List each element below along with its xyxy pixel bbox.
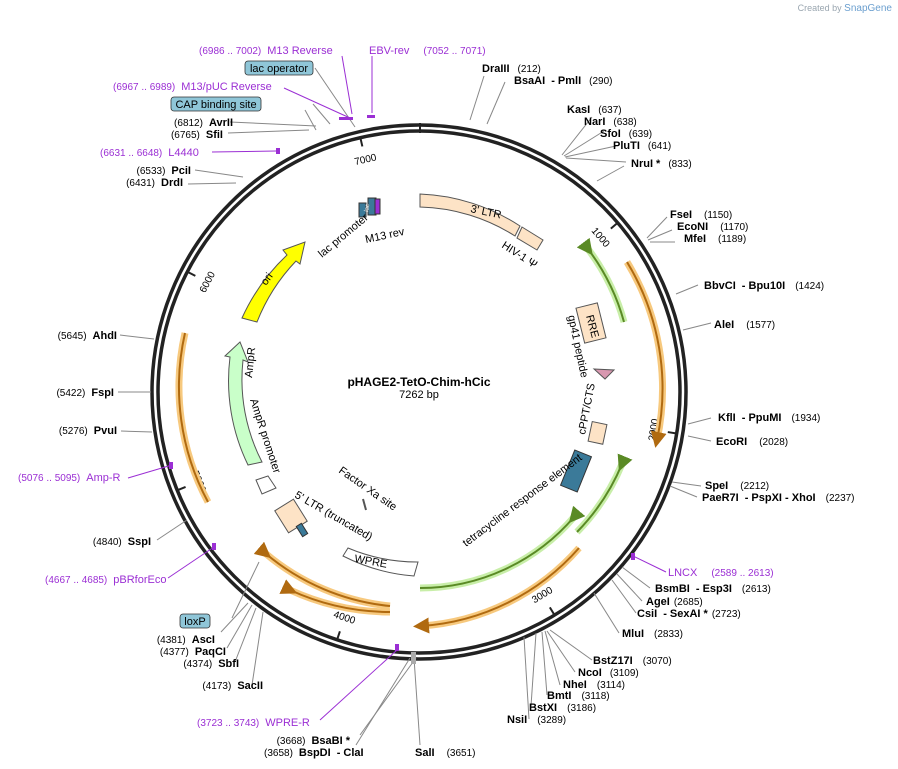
boxed-labels: lac operator CAP binding site loxP [170,60,314,629]
feature-factor-xa-label: Factor Xa site [336,465,398,514]
primer-lncx: LNCX(2589 .. 2613) [668,567,774,579]
site-ncoi: NcoI(3109) [578,667,639,679]
inner-features [223,193,616,577]
backbone [150,123,688,661]
brand-prefix: Created by [797,3,842,13]
plasmid-name: pHAGE2-TetO-Chim-hCic [347,375,490,389]
site-asci: (4381)AscI [157,634,215,646]
site-pluti: PluTI(641) [613,140,671,152]
site-alei: AleI(1577) [714,319,775,331]
tick-mark [176,486,186,492]
site-kfli: KflI- PpuMI(1934) [718,412,820,424]
primer-lines [127,55,667,721]
site-sspi: (4840)SspI [93,536,151,548]
tick-mark [336,630,341,641]
site-bbvci: BbvCI- Bpu10I(1424) [704,280,824,292]
tick-mark [359,137,364,147]
sites-left: (6812)AvrII (6765)SfiI (6533)PciI (6431)… [56,117,363,759]
tick-label: 1000 [589,226,612,250]
primer-m13-reverse: (6986 .. 7002)M13 Reverse [199,45,333,57]
feature-ori-label: ori [259,271,276,288]
site-bstz17i: BstZ17I(3070) [593,655,672,667]
loxp-label: loxP [184,616,205,628]
site-fspi: (5422)FspI [56,387,114,399]
primer-ebv-rev: EBV-rev(7052 .. 7071) [369,45,486,57]
primer-m13-puc-reverse: (6967 .. 6989)M13/pUC Reverse [113,81,272,93]
lac-operator-label: lac operator [250,63,308,75]
feature-rre-label: RRE [583,314,601,340]
primer-l4440: (6631 .. 6648)L4440 [100,147,199,159]
site-econi: EcoNI(1170) [677,221,748,233]
site-pcii: (6533)PciI [137,165,191,177]
feature-ampr-label: AmpR [243,347,258,379]
site-sfii: (6765)SfiI [171,129,223,141]
site-ahdi: (5645)AhdI [58,330,117,342]
primer-wpre-r: (3723 .. 3743)WPRE-R [197,717,310,729]
site-avrii: (6812)AvrII [174,117,233,129]
site-nari: NarI(638) [584,116,637,128]
site-bsaai: BsaAI- PmlI(290) [514,75,613,87]
tick-mark [667,431,677,435]
primer-labels: (6986 .. 7002)M13 Reverse EBV-rev(7052 .… [18,45,774,729]
brand: Created by SnapGene [798,3,892,14]
feature-lac-label: lac [364,204,371,213]
site-sbfi: (4374)SbfI [183,658,239,670]
site-bsmbi: BsmBI- Esp3I(2613) [655,583,771,595]
site-spei: SpeI(2212) [705,480,769,492]
site-ecori: EcoRI(2028) [716,436,788,448]
feature-wpre-label: WPRE [353,553,388,571]
primer-pbrforeco: (4667 .. 4685)pBRforEco [45,574,166,586]
site-paqci: (4377)PaqCI [160,646,226,658]
site-agei: AgeI(2685) [646,596,703,608]
inner-green-arcs [419,237,633,592]
primer-amp-r: (5076 .. 5095)Amp-R [18,472,121,484]
primer-markers [169,115,635,664]
cap-binding-site-label: CAP binding site [175,99,256,111]
site-bstxi: BstXI(3186) [529,702,596,714]
outer-orf-arcs [175,260,667,634]
site-drdi: (6431)DrdI [126,177,183,189]
site-nrui: NruI *(833) [631,158,692,170]
site-nsii: NsiI(3289) [507,714,566,726]
tick-mark [186,270,196,277]
site-pvui: (5276)PvuI [59,425,117,437]
tick-mark [610,221,619,230]
brand-name: SnapGene [844,3,892,14]
plasmid-length: 7262 bp [399,389,439,401]
tick-label: 6000 [198,270,218,295]
site-mlui: MluI(2833) [622,628,683,640]
site-kasi: KasI(637) [567,104,622,116]
site-sacii: (4173)SacII [202,680,263,692]
site-bsabi: (3668)BsaBI * [277,735,351,747]
tick-mark [548,606,556,616]
site-draiii: DraIII(212) [482,63,541,75]
site-fsei: FseI(1150) [670,209,732,221]
site-csii: CsiI- SexAI *(2723) [637,608,741,620]
feature-tre-label: tetracycline response element [461,452,585,550]
site-bspdi: (3658)BspDI- ClaI [264,747,364,759]
feature-lac-promoter-label: lac promoter [316,212,371,261]
sites-right: DraIII(212) BsaAI- PmlI(290) KasI(637) N… [415,63,855,759]
tick-label: 7000 [353,152,378,168]
site-sfoi: SfoI(639) [600,128,652,140]
site-paer7i: PaeR7I- PspXI - XhoI(2237) [702,492,855,504]
site-bmti: BmtI(3118) [547,690,610,702]
site-mfei: MfeI(1189) [684,233,746,245]
site-nhei: NheI(3114) [563,679,625,691]
feature-m13rev-label: M13 rev [364,226,406,246]
site-sali: SalI(3651) [415,747,475,759]
